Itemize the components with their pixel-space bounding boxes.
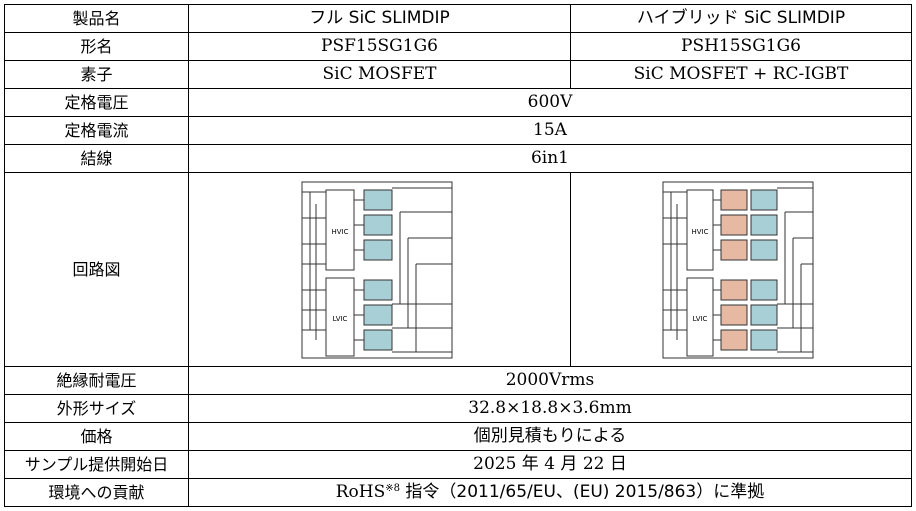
element-full-sic: SiC MOSFET (188, 60, 571, 89)
element-label: 素子 (4, 60, 189, 89)
price-label: 価格 (4, 422, 189, 451)
circuit-hybrid-sic-cell: HVIC LVIC (570, 172, 912, 367)
lvic-label: LVIC (332, 315, 347, 323)
hvic-block (325, 189, 354, 270)
mosfet-u-low (750, 279, 778, 300)
rohs-directive-text: 指令（2011/65/EU、(EU) 2015/863）に準拠 (400, 482, 765, 502)
row-isolation: 絶縁耐電圧 2000Vrms (4, 366, 912, 395)
mosfet-v-low (750, 304, 778, 325)
dimensions-label: 外形サイズ (4, 394, 189, 423)
rohs-text: RoHS (335, 482, 386, 502)
model-label: 形名 (4, 32, 189, 61)
lvic-label: LVIC (693, 315, 708, 323)
mosfet-w-high (363, 239, 392, 260)
mosfet-v-high (363, 214, 392, 235)
circuit-diagram-hybrid-sic: HVIC LVIC (662, 181, 814, 358)
circuit-frame (301, 181, 452, 358)
header-full-sic: フル SiC SLIMDIP (188, 4, 571, 33)
sample-value: 2025 年 4 月 22 日 (188, 450, 912, 479)
spec-table: 製品名 フル SiC SLIMDIP ハイブリッド SiC SLIMDIP 形名… (4, 4, 912, 507)
hvic-label: HVIC (691, 228, 708, 236)
mosfet-w-high (750, 239, 778, 260)
mosfet-u-high (750, 189, 778, 210)
lvic-block (686, 277, 714, 356)
rc-igbt-u-low (720, 279, 748, 300)
rated-current-label: 定格電流 (4, 116, 189, 145)
row-environment: 環境への貢献 RoHS※8 指令（2011/65/EU、(EU) 2015/86… (4, 478, 912, 507)
row-dimensions: 外形サイズ 32.8×18.8×3.6mm (4, 394, 912, 423)
rc-igbt-w-low (720, 329, 748, 350)
element-hybrid-sic: SiC MOSFET + RC-IGBT (570, 60, 912, 89)
isolation-value: 2000Vrms (188, 366, 912, 395)
environment-label: 環境への貢献 (4, 478, 189, 507)
dimensions-value: 32.8×18.8×3.6mm (188, 394, 912, 423)
circuit-label: 回路図 (4, 172, 189, 367)
mosfet-w-low (363, 329, 392, 350)
footnote-ref: ※8 (385, 483, 401, 494)
row-rated-voltage: 定格電圧 600V (4, 88, 912, 117)
circuit-full-sic-cell: HVIC LVIC (188, 172, 571, 367)
hvic-label: HVIC (331, 228, 348, 236)
mosfet-v-high (750, 214, 778, 235)
rc-igbt-v-low (720, 304, 748, 325)
mosfet-u-low (363, 279, 392, 300)
row-model: 形名 PSF15SG1G6 PSH15SG1G6 (4, 32, 912, 61)
mosfet-u-high (363, 189, 392, 210)
rc-igbt-w-high (720, 239, 748, 260)
header-hybrid-sic: ハイブリッド SiC SLIMDIP (570, 4, 912, 33)
row-circuit: 回路図 (4, 172, 912, 367)
row-price: 価格 個別見積もりによる (4, 422, 912, 451)
circuit-diagram-full-sic: HVIC LVIC (301, 181, 452, 358)
connection-label: 結線 (4, 144, 189, 173)
sample-label: サンプル提供開始日 (4, 450, 189, 479)
circuit-frame (662, 181, 814, 358)
row-element: 素子 SiC MOSFET SiC MOSFET + RC-IGBT (4, 60, 912, 89)
lvic-block (325, 277, 354, 356)
rated-current-value: 15A (188, 116, 912, 145)
row-connection: 結線 6in1 (4, 144, 912, 173)
isolation-label: 絶縁耐電圧 (4, 366, 189, 395)
mosfet-w-low (750, 329, 778, 350)
model-full-sic: PSF15SG1G6 (188, 32, 571, 61)
environment-value: RoHS※8 指令（2011/65/EU、(EU) 2015/863）に準拠 (188, 478, 912, 507)
row-sample-date: サンプル提供開始日 2025 年 4 月 22 日 (4, 450, 912, 479)
model-hybrid-sic: PSH15SG1G6 (570, 32, 912, 61)
row-rated-current: 定格電流 15A (4, 116, 912, 145)
header-label: 製品名 (4, 4, 189, 33)
hvic-block (686, 189, 714, 270)
mosfet-v-low (363, 304, 392, 325)
rc-igbt-v-high (720, 214, 748, 235)
price-value: 個別見積もりによる (188, 422, 912, 451)
header-row: 製品名 フル SiC SLIMDIP ハイブリッド SiC SLIMDIP (4, 4, 912, 33)
rated-voltage-label: 定格電圧 (4, 88, 189, 117)
connection-value: 6in1 (188, 144, 912, 173)
rc-igbt-u-high (720, 189, 748, 210)
rated-voltage-value: 600V (188, 88, 912, 117)
